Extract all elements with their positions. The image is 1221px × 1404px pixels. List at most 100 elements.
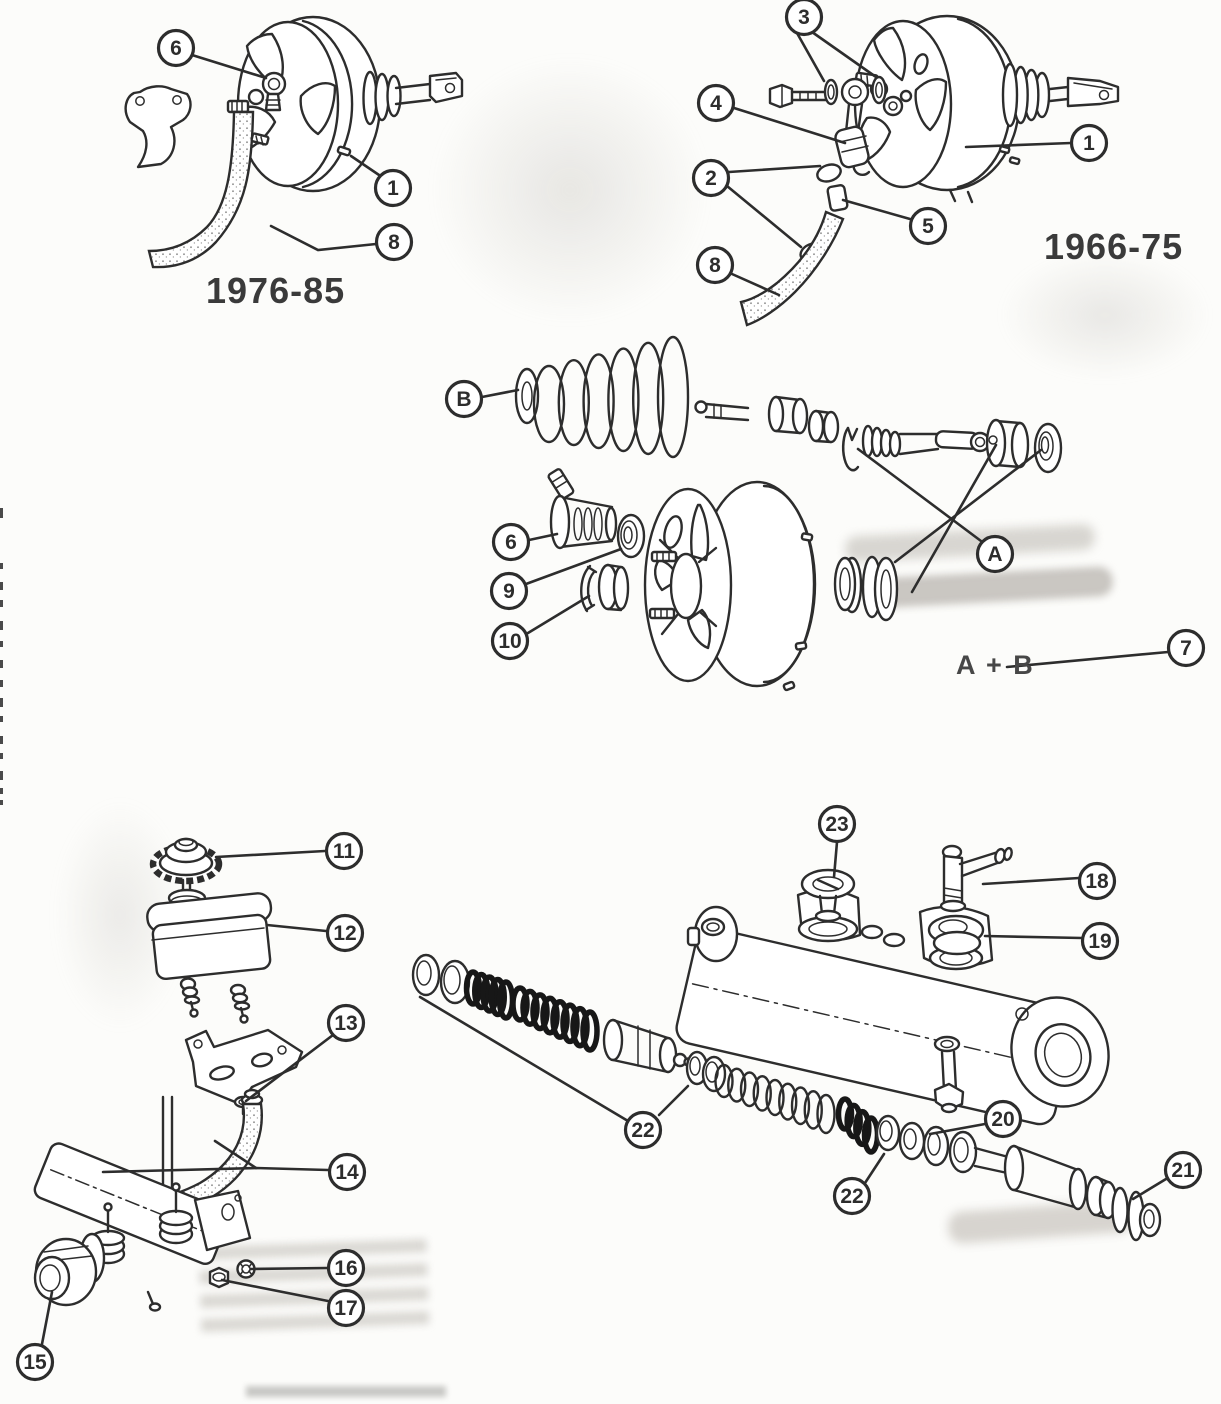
callout-circle [1080, 921, 1120, 961]
callout-circle [491, 522, 531, 562]
hose-clamp [816, 163, 842, 183]
end-flange [1010, 996, 1110, 1108]
callout-leader-line [526, 594, 591, 635]
callout-leader-line [1131, 1177, 1168, 1201]
callout-leader-line [730, 272, 781, 297]
washer [875, 1114, 901, 1152]
callout-circle [975, 534, 1015, 574]
check-valve-middle [547, 468, 618, 550]
callout-15: 15 [15, 1290, 55, 1382]
callout-number: 1 [387, 177, 399, 200]
brake-booster-drawing-1966-75 [852, 14, 1120, 204]
callout-10: 10 [490, 594, 591, 661]
check-valve [247, 71, 287, 112]
vacuum-hose [739, 210, 845, 327]
booster-internal-parts-drawing [514, 335, 1063, 692]
callout-number: 9 [503, 580, 515, 603]
callout-leader-line [249, 1266, 329, 1271]
callout-17: 17 [220, 1278, 366, 1328]
callout-number: 12 [333, 922, 356, 945]
callout-number: A [987, 543, 1002, 566]
threaded-stud [650, 550, 678, 563]
callout-leader-line [841, 198, 912, 221]
callout-circle [326, 1288, 366, 1328]
callout-leader-line [40, 1290, 54, 1346]
end-grommet-21 [1111, 1186, 1162, 1242]
callout-leader-line [480, 388, 520, 399]
booster-rear-shell [643, 480, 817, 692]
callout-leader-line [220, 1278, 330, 1303]
callout-leader-line [893, 448, 1043, 564]
threaded-stub [226, 99, 250, 114]
callout-2: 2 [691, 158, 822, 249]
callout-22: 22 [418, 995, 690, 1150]
callout-number: 5 [922, 215, 934, 238]
callout-circle [374, 222, 414, 262]
left-edge-print-fragment [0, 716, 3, 722]
compensating-port [860, 924, 884, 940]
callout-circle [983, 1099, 1023, 1139]
callout-number: 23 [825, 813, 848, 836]
left-edge-print-fragment [0, 736, 3, 744]
callout-leader-line [527, 532, 559, 542]
master-cylinder-15 [33, 1142, 252, 1312]
callout-number: 15 [23, 1351, 47, 1374]
callout-14: 14 [101, 1139, 367, 1192]
callout-number: 14 [335, 1161, 359, 1184]
callout-circle [324, 831, 364, 871]
callout-8: 8 [695, 245, 781, 297]
callout-leader-line [981, 876, 1081, 886]
callout-5: 5 [841, 198, 948, 246]
callout-leader-line [863, 1152, 886, 1185]
callout-circle [817, 804, 857, 844]
callout-leader-line [524, 547, 623, 586]
left-port-boss [686, 905, 739, 963]
mounting-flange [193, 1189, 252, 1252]
callout-number: B [456, 388, 471, 411]
callout-23: 23 [817, 804, 857, 879]
callout-number: 8 [709, 254, 721, 277]
left-edge-print-fragment [0, 771, 3, 780]
callout-leader-line [657, 1084, 690, 1117]
intermediate-spring [714, 1063, 836, 1135]
reservoir-cap-23 [800, 868, 856, 923]
callout-13: 13 [244, 1003, 366, 1103]
callout-circle [691, 158, 731, 198]
callout-number: 6 [505, 531, 517, 554]
reservoir-master-cylinder-drawing [33, 837, 304, 1312]
callout-6: 6 [491, 522, 559, 562]
rear-stud [998, 145, 1011, 155]
bleed-screw [933, 1035, 965, 1114]
primary-piston [602, 1018, 693, 1074]
callout-circle [784, 0, 824, 37]
hose-connector [826, 184, 849, 212]
callout-leader-line [732, 106, 847, 145]
callout-leader-line [928, 1122, 987, 1136]
banjo-union [840, 77, 870, 134]
callout-leader-line [265, 923, 328, 933]
left-edge-print-fragment [0, 660, 3, 668]
retainer-clip [580, 563, 630, 613]
spring [463, 969, 516, 1021]
spring [835, 1096, 881, 1155]
mounting-studs [250, 132, 352, 157]
callout-number: 22 [840, 1185, 863, 1208]
left-edge-print-fragment [0, 641, 3, 647]
left-edge-print-fragment [0, 582, 3, 590]
callout-number: 18 [1085, 870, 1109, 893]
callout-leader-line [1005, 650, 1170, 669]
callout-number: 4 [710, 92, 722, 115]
callout-leader-line [856, 447, 983, 543]
callout-circle [1069, 123, 1109, 163]
left-edge-print-fragment [0, 563, 3, 569]
callout-8: 8 [269, 222, 414, 262]
callout-number: 16 [334, 1257, 357, 1280]
threaded-stud [648, 607, 676, 620]
spring [510, 985, 600, 1053]
callout-circle [695, 245, 735, 285]
callout-A: A [856, 443, 1043, 594]
callout-number: 13 [334, 1012, 357, 1035]
valve-plunger-parts [807, 409, 991, 472]
callout-12: 12 [265, 913, 365, 953]
